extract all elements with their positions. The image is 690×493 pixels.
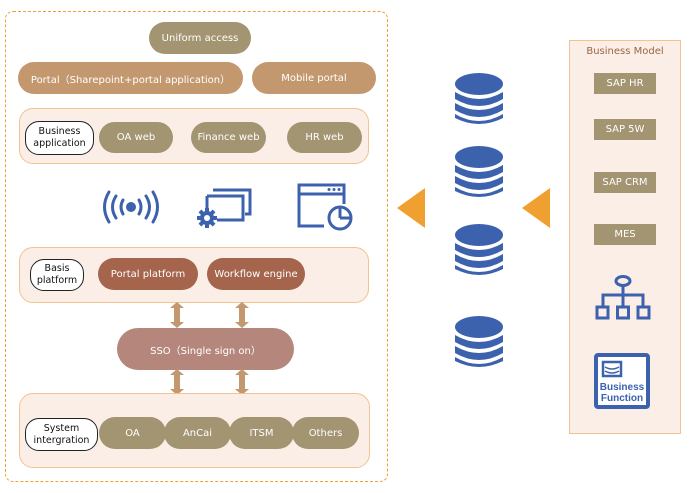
database-icon (454, 315, 504, 371)
basis-platform-tag: Basis platform (30, 259, 84, 291)
oa-label: OA (125, 427, 140, 439)
mobile-portal-node: Mobile portal (252, 62, 376, 94)
system-integration-tag: System intergration (25, 418, 98, 451)
database-icon (454, 145, 504, 201)
wireless-signal-icon (101, 187, 161, 227)
portal-node: Portal（Sharepoint+portal application） (18, 62, 243, 94)
system-integration-label: System intergration (33, 422, 90, 446)
hr-web-node: HR web (287, 122, 362, 153)
workflow-engine-node: Workflow engine (207, 258, 305, 290)
business-application-tag: Business application (25, 121, 94, 155)
business-model-title: Business Model (586, 46, 664, 57)
portal-platform-node: Portal platform (98, 258, 198, 290)
sso-node: SSO（Single sign on） (117, 328, 294, 370)
ancai-label: AnCai (182, 427, 213, 439)
double-arrow-connector (235, 369, 249, 395)
double-arrow-connector (170, 302, 184, 328)
uniform-access-label: Uniform access (161, 32, 239, 44)
business-function-line2: Function (601, 393, 643, 404)
ancai-node: AnCai (164, 417, 231, 449)
oa-web-label: OA web (116, 132, 156, 143)
workflow-engine-label: Workflow engine (214, 268, 298, 280)
sap-crm-node: SAP CRM (594, 172, 656, 193)
sap-5w-label: SAP 5W (605, 124, 645, 135)
portal-label: Portal（Sharepoint+portal application） (30, 74, 231, 86)
others-label: Others (308, 427, 343, 439)
mobile-portal-label: Mobile portal (281, 72, 347, 84)
left-arrow-icon (522, 188, 550, 228)
others-node: Others (292, 417, 359, 449)
basis-platform-label: Basis platform (36, 263, 78, 286)
portal-platform-label: Portal platform (110, 268, 186, 280)
oa-node: OA (99, 417, 166, 449)
oa-web-node: OA web (99, 122, 173, 153)
hierarchy-icon (594, 275, 652, 323)
sso-label: SSO（Single sign on） (150, 345, 261, 357)
browser-chart-icon (296, 182, 354, 232)
itsm-node: ITSM (229, 417, 294, 449)
business-function-icon: Business Function (594, 353, 650, 409)
sap-5w-node: SAP 5W (594, 119, 656, 140)
double-arrow-connector (170, 369, 184, 395)
sap-crm-label: SAP CRM (602, 177, 648, 188)
left-arrow-icon (397, 188, 425, 228)
finance-web-label: Finance web (197, 132, 260, 143)
sap-hr-node: SAP HR (594, 73, 656, 94)
database-icon (454, 223, 504, 279)
business-application-label: Business application (33, 126, 86, 149)
settings-windows-icon (195, 186, 253, 228)
uniform-access-node: Uniform access (149, 22, 251, 54)
hr-web-label: HR web (305, 132, 344, 143)
double-arrow-connector (235, 302, 249, 328)
mes-node: MES (594, 224, 656, 245)
itsm-label: ITSM (249, 427, 274, 439)
mes-label: MES (614, 229, 636, 240)
business-function-line1: Business (600, 382, 645, 393)
database-icon (454, 72, 504, 128)
architecture-container (5, 11, 388, 482)
finance-web-node: Finance web (191, 122, 266, 153)
sap-hr-label: SAP HR (606, 78, 644, 89)
